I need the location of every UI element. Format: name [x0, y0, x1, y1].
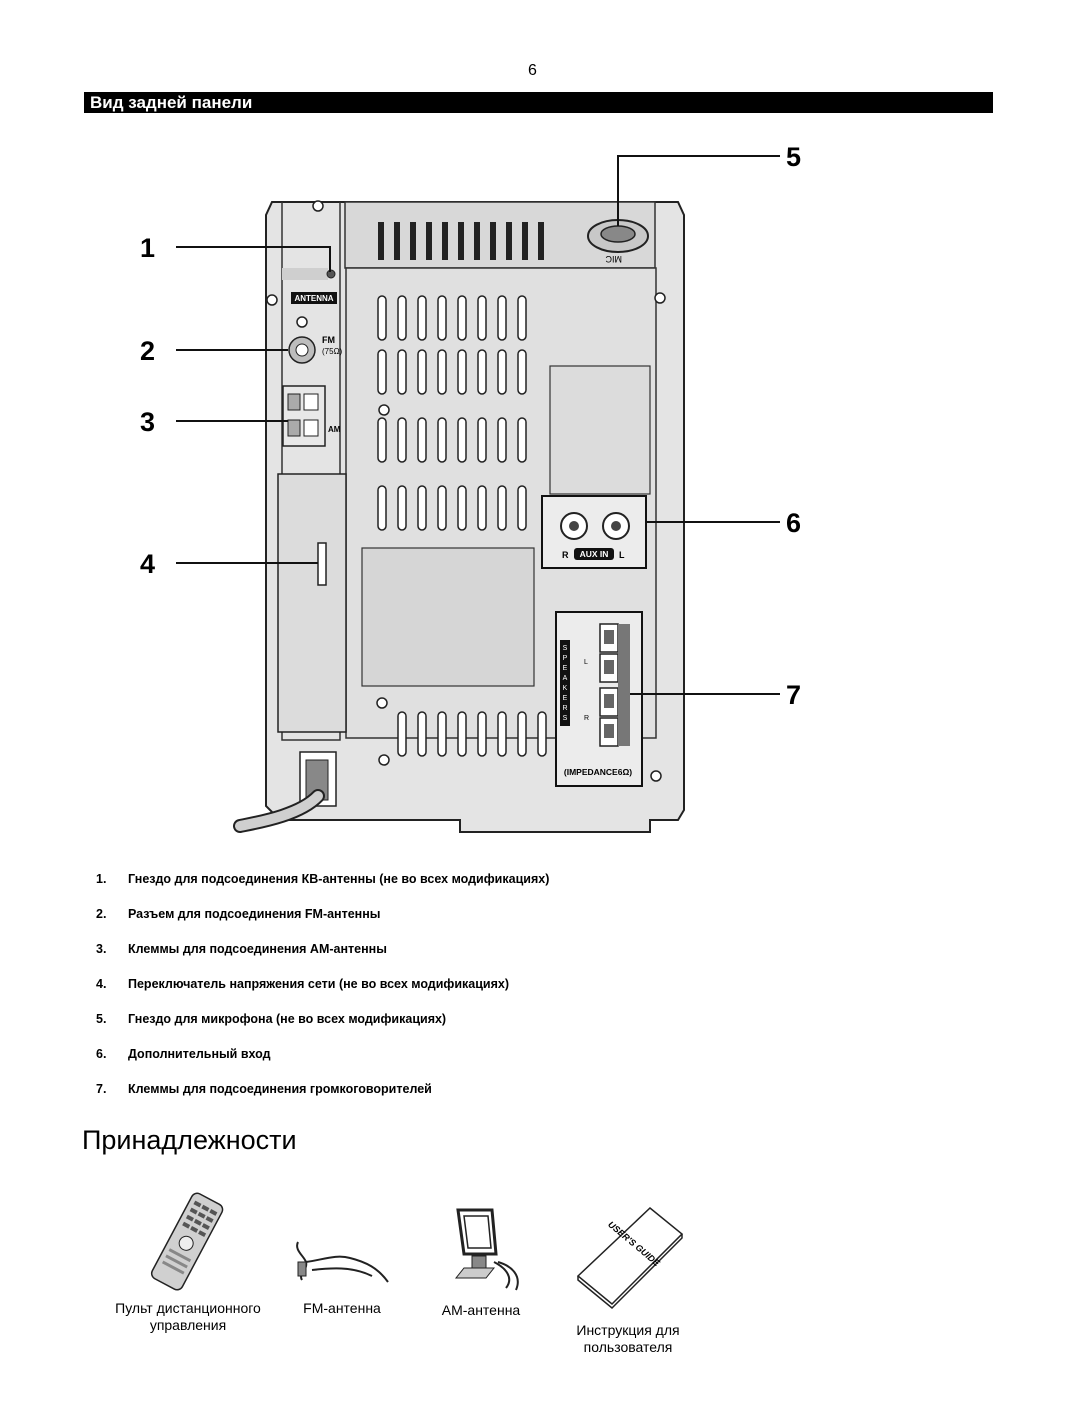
section-title: Вид задней панели	[90, 93, 253, 112]
speakers-letter-1: S	[563, 645, 568, 652]
am-antenna-icon	[454, 1208, 519, 1291]
user-guide-icon: USER'S GUIDE	[576, 1207, 684, 1310]
top-vent-slots	[378, 222, 544, 260]
legend-text: Клеммы для подсоединения АМ-антенны	[128, 942, 387, 956]
speakers-letter-7: R	[562, 705, 567, 712]
speaker-right-label: R	[584, 715, 589, 722]
voltage-selector-switch	[317, 542, 327, 586]
fm-antenna-icon	[296, 1241, 389, 1283]
left-column	[281, 202, 341, 741]
speakers-letter-5: K	[563, 685, 568, 692]
speakers-letter-2: P	[563, 655, 568, 662]
legend-item: 1. Гнездо для подсоединения КВ-антенны (н…	[96, 872, 549, 907]
accessory-fm-antenna: FM-антенна	[286, 1230, 398, 1317]
antenna-label-box	[291, 292, 337, 304]
callout-number-1: 1	[140, 233, 155, 263]
vent-slot-grid	[377, 295, 547, 757]
callout-number-5: 5	[786, 142, 801, 172]
legend-number: 6.	[96, 1047, 107, 1061]
legend-text: Разъем для подсоединения FM-антенны	[128, 907, 381, 921]
callout-number-4: 4	[140, 549, 155, 579]
callout-leader-lines	[176, 155, 780, 695]
legend-text: Гнездо для подсоединения КВ-антенны (не …	[128, 872, 550, 886]
legend-item: 2. Разъем для подсоединения FM-антенны	[96, 907, 549, 942]
aux-left-label: L	[619, 550, 625, 560]
accessory-label: АМ-антенна	[441, 1302, 521, 1318]
accessory-label-line2: управления	[149, 1317, 227, 1333]
accessory-am-antenna: АМ-антенна	[428, 1202, 534, 1319]
legend-number: 1.	[96, 872, 107, 886]
callout-number-3: 3	[140, 407, 155, 437]
accessory-label-line2: пользователя	[583, 1339, 673, 1355]
fm-antenna-connector: FM (75Ω)	[288, 335, 343, 364]
speaker-terminals: S P E A K E R S L R (IMPEDANCE6Ω)	[555, 611, 643, 787]
aux-in-jacks: R AUX IN L	[541, 495, 647, 569]
page-number: 6	[528, 62, 537, 79]
section-header-bar: Вид задней панели	[84, 92, 993, 113]
aux-right-label: R	[562, 550, 569, 560]
aux-in-label: AUX IN	[580, 549, 609, 559]
callout-number-7: 7	[786, 680, 801, 710]
legend-number: 4.	[96, 977, 107, 991]
impedance-label: (IMPEDANCE6Ω)	[564, 767, 632, 777]
mic-label: MIC	[605, 254, 622, 264]
voltage-selector-cover	[277, 473, 347, 733]
speakers-letter-3: E	[563, 665, 568, 672]
accessory-label-line1: Пульт дистанционного	[115, 1300, 261, 1316]
antenna-label: ANTENNA	[294, 294, 333, 303]
speakers-letter-8: S	[563, 715, 568, 722]
am-label: AM	[328, 425, 341, 434]
accessory-remote-control: Пульт дистанционного управления	[100, 1192, 276, 1334]
shortwave-label-plate	[282, 268, 328, 280]
remote-control-icon	[150, 1192, 224, 1291]
legend-text: Дополнительный вход	[128, 1047, 271, 1061]
rear-panel-diagram: MIC ANTENNA FM (75Ω) AM R AUX IN L	[140, 142, 801, 833]
legend-item: 3. Клеммы для подсоединения АМ-антенны	[96, 942, 549, 977]
upper-right-label-area	[549, 365, 651, 495]
callout-number-6: 6	[786, 508, 801, 538]
am-antenna-terminals: AM	[282, 385, 341, 447]
legend-item: 7. Клеммы для подсоединения громкоговорит…	[96, 1082, 549, 1117]
callout-number-2: 2	[140, 336, 155, 366]
legend-text: Гнездо для микрофона (не во всех модифик…	[128, 1012, 447, 1026]
legend-item: 6. Дополнительный вход	[96, 1047, 549, 1082]
speaker-left-label: L	[584, 659, 588, 666]
legend-number: 3.	[96, 942, 107, 956]
power-cord-inner	[235, 791, 323, 831]
legend-number: 5.	[96, 1012, 107, 1026]
legend-number: 7.	[96, 1082, 107, 1096]
accessory-user-guide: USER'S GUIDE Инструкция для пользователя	[550, 1200, 706, 1356]
speakers-letter-6: E	[563, 695, 568, 702]
legend-item: 5. Гнездо для микрофона (не во всех модиф…	[96, 1012, 549, 1047]
legend-text: Клеммы для подсоединения громкоговорител…	[128, 1082, 432, 1096]
accessories-title: Принадлежности	[82, 1125, 297, 1155]
fm-label: FM	[322, 335, 335, 345]
component-legend: 1. Гнездо для подсоединения КВ-антенны (н…	[96, 872, 549, 1117]
speakers-letter-4: A	[563, 675, 568, 682]
legend-item: 4. Переключатель напряжения сети (не во в…	[96, 977, 549, 1012]
fm-impedance-label: (75Ω)	[322, 347, 343, 356]
accessory-label: FM-антенна	[303, 1300, 381, 1316]
legend-number: 2.	[96, 907, 107, 921]
accessory-label-line1: Инструкция для	[576, 1322, 680, 1338]
aux-in-label-box	[574, 548, 614, 560]
legend-text: Переключатель напряжения сети (не во все…	[128, 977, 510, 991]
lower-label-area	[361, 547, 535, 687]
